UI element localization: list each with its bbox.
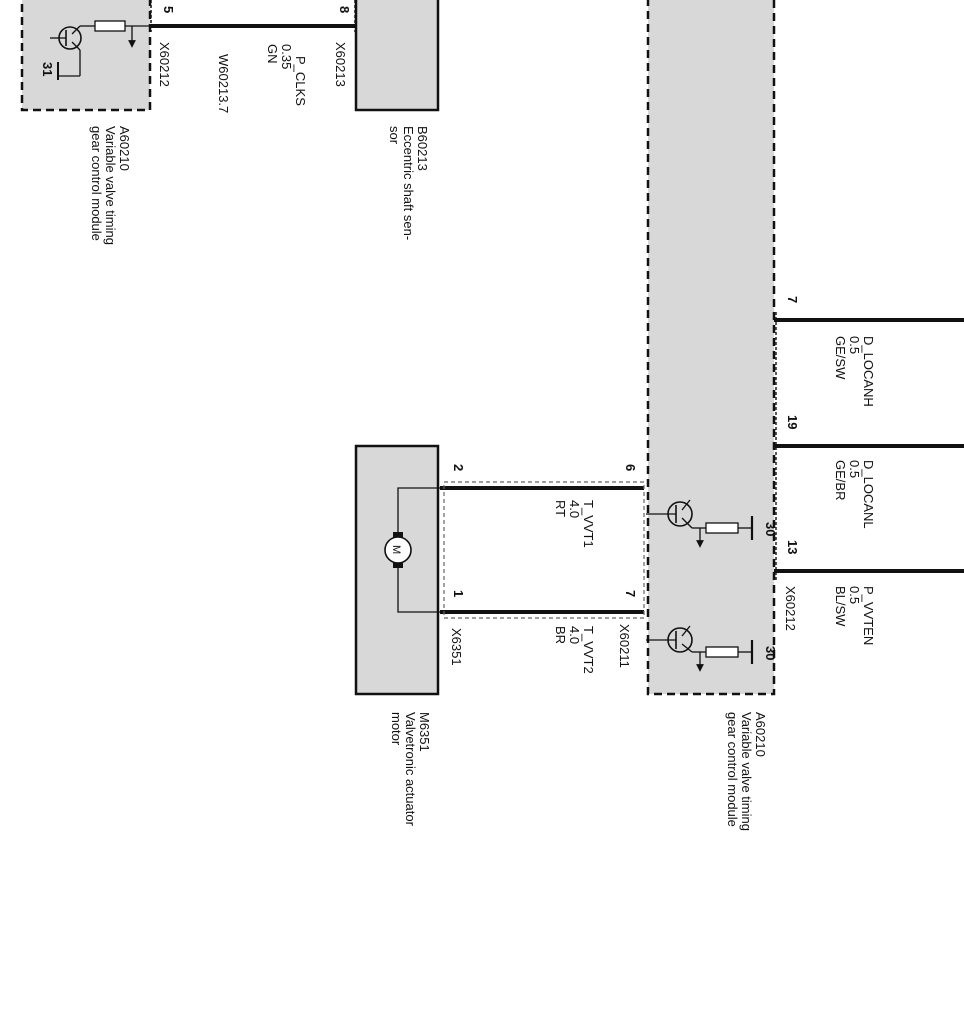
- wire-id-w60213-7: W60213.7: [216, 54, 231, 113]
- motor-pin-1: 1: [451, 590, 466, 597]
- motor-name-1: Valvetronic actuator: [403, 712, 418, 827]
- driver-transistor-2: 30: [646, 625, 778, 672]
- bus-wire-2-gauge: 0.5: [847, 460, 862, 478]
- pin-6: 6: [623, 464, 638, 471]
- motor-box: [354, 444, 440, 696]
- right-module-name-1: Variable valve timing: [739, 712, 754, 831]
- bus-wire-1-signal: D_LOCANH: [861, 336, 876, 407]
- bus-wire-3-gauge: 0.5: [847, 586, 862, 604]
- sensor-name-2: sor: [387, 126, 402, 145]
- pin-7-bus: 7: [785, 296, 800, 303]
- top-left-module-pin-label: 31: [40, 62, 55, 76]
- right-module-box: [646, 0, 776, 696]
- connector-x60212-right: X60212: [783, 586, 798, 631]
- resistor-icon: [705, 646, 739, 658]
- bus-wire-1-gauge: 0.5: [847, 336, 862, 354]
- pin-30-b: 30: [763, 646, 778, 660]
- motor-wire-2-signal: T_VVT2: [581, 626, 596, 674]
- connector-x60212-top: X60212: [157, 42, 172, 87]
- motor-wire-2-gauge: 4.0: [567, 626, 582, 644]
- bus-wire-2-signal: D_LOCANL: [861, 460, 876, 529]
- sensor-code: B60213: [415, 126, 430, 171]
- motor-wire-1-signal: T_VVT1: [581, 500, 596, 548]
- top-left-module-name-2: gear control module: [89, 126, 104, 241]
- right-module-code: A60210: [753, 712, 768, 757]
- driver-transistor-1: 30: [646, 499, 778, 548]
- sensor-b60213-box: [354, 0, 440, 112]
- motor-icon: [384, 536, 412, 564]
- resistor-icon: [705, 522, 739, 534]
- pin-8-x60213: 8: [337, 6, 352, 13]
- motor-pin-2: 2: [451, 464, 466, 471]
- top-left-module-box: [20, 0, 152, 112]
- wire-gauge-p-clks: 0.35: [279, 44, 294, 69]
- motor-wire-2-color: BR: [553, 626, 568, 644]
- top-left-module-name-1: Variable valve timing: [103, 126, 118, 245]
- wire-color-p-clks: GN: [265, 44, 280, 64]
- motor-name-2: motor: [389, 712, 404, 746]
- motor-symbol: M: [390, 545, 402, 554]
- pin-19: 19: [785, 415, 800, 429]
- pin-7-motor: 7: [623, 590, 638, 597]
- top-left-module-code: A60210: [117, 126, 132, 171]
- top-left-module: 31: [20, 0, 152, 112]
- motor-connector: X6351: [449, 628, 464, 666]
- motor-wire-1-gauge: 4.0: [567, 500, 582, 518]
- pin-30-a: 30: [763, 522, 778, 536]
- wire-signal-p-clks: P_CLKS: [293, 56, 308, 106]
- top-left-resistor-icon: [94, 20, 126, 32]
- sensor-name-1: Eccentric shaft sen-: [401, 126, 416, 240]
- pin-13: 13: [785, 540, 800, 554]
- bus-wire-1-color: GE/SW: [833, 336, 848, 380]
- pin-5-x60212: 5: [161, 6, 176, 13]
- motor-wire-1-color: RT: [553, 500, 568, 517]
- right-module-name-2: gear control module: [725, 712, 740, 827]
- connector-x60211: X60211: [617, 624, 632, 668]
- connector-x60213: X60213: [333, 42, 348, 87]
- bus-wire-3-color: BL/SW: [833, 586, 848, 627]
- bus-wire-2-color: GE/BR: [833, 460, 848, 500]
- motor-code: M6351: [417, 712, 432, 752]
- bus-wire-3-signal: P_VVTEN: [861, 586, 876, 645]
- wire-harness-outline: [443, 481, 645, 619]
